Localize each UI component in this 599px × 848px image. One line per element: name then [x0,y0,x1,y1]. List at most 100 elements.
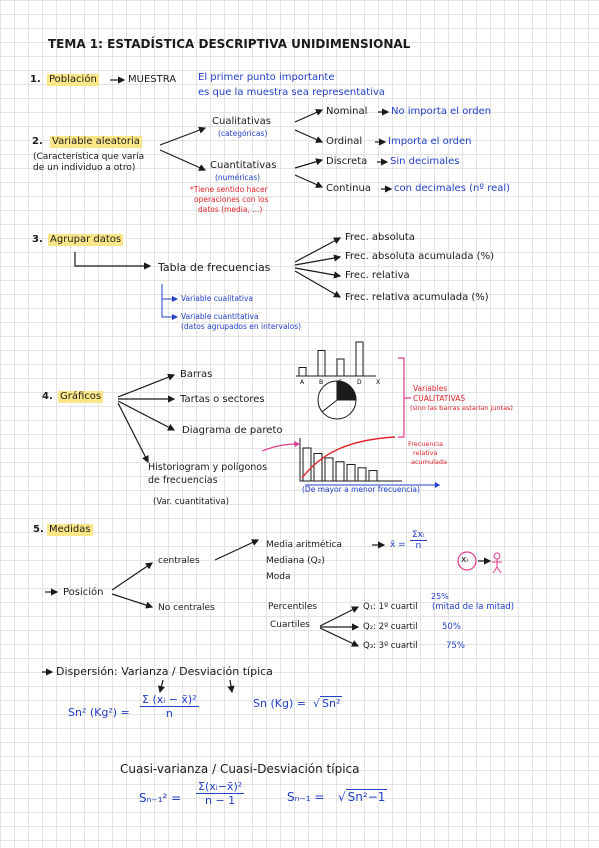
pareto-bar [346,464,356,482]
s4-vc1: Variables [413,384,448,393]
s2-desc1: (Característica que varía [33,152,145,162]
disp-var-fraction: Σ (xᵢ − x̄)² n [140,693,199,720]
s4-fr2: relativa [413,449,438,457]
s4-hist1: Historiogram y polígonos [148,462,268,473]
quasi-sd-rad-wrap: √Sn²−1 [338,789,388,804]
s4-tartas: Tartas o sectores [180,394,265,405]
s2-num: 2. [32,136,43,147]
pareto-bar [368,470,378,482]
s4-head: Gráficos [58,391,104,403]
s2-red1: *Tiene sentido hacer [190,185,268,194]
s4-pareto: Diagrama de pareto [182,425,283,436]
s5-xi: xᵢ [461,555,468,565]
pareto-bar [335,461,345,482]
s5-q1n: (mitad de la mitad) [432,602,515,612]
s5-q1p: 25% [431,592,449,601]
quasi-var-den: n − 1 [204,794,236,807]
mini-bar-tick: B [319,379,323,386]
s4-hist2: de frecuencias [148,475,218,486]
s2-continua-note: con decimales (nº real) [394,183,511,194]
s5-mean-fraction: Σxᵢ n [410,530,427,551]
quasi-var-lhs: Sₙ₋₁² = [139,791,182,805]
s1-note2: es que la muestra sea representativa [198,87,386,98]
stick-figure-icon [492,552,502,574]
disp-sd-rad-wrap: √Sn² [313,696,343,710]
s5-moda: Moda [266,572,291,582]
s3-f3: Frec. relativa [345,270,410,281]
mini-bar [336,358,345,377]
s2-discreta: Discreta [326,156,368,167]
mini-bar [298,367,307,377]
s3-tabla: Tabla de frecuencias [158,261,271,274]
pareto-bar [324,457,334,482]
s5-nocentrales: No centrales [158,603,215,613]
pareto-axes [299,438,402,482]
s5-posicion: Posición [63,587,104,598]
mini-bar-tick: X [376,379,380,386]
s4-mayor: (De mayor a menor frecuencia) [302,485,420,494]
s3-vcuant-sub: (datos agrupados en intervalos) [181,322,302,331]
s4-num: 4. [42,391,53,402]
s4-fr1: Frecuencia [408,440,443,448]
s2-nominal-note: No importa el orden [391,106,492,117]
page-title: TEMA 1: ESTADÍSTICA DESCRIPTIVA UNIDIMEN… [48,37,411,51]
s3-head: Agrupar datos [48,234,124,246]
pie-chart [317,380,357,420]
s5-q1: Q₁: 1º cuartil [363,602,418,612]
s4-vc2: CUALITATIVAS [413,394,466,403]
pareto-cumulative-curve [301,436,396,479]
s2-red3: datos (media, ...) [198,205,263,214]
s2-ordinal: Ordinal [326,136,363,147]
disp-var-lhs: Sn² (Kg²) = [68,706,130,719]
disp-head: Dispersión: Varianza / Desviación típica [56,665,273,678]
s4-fr3: acumulada [411,458,448,466]
s2-nominal: Nominal [326,106,368,117]
s2-cuant-sub: (numéricas) [215,173,261,182]
s5-mediana: Mediana (Q₂) [266,556,325,566]
s3-vcual: Variable cualitativa [181,294,253,303]
s2-cuantitativas: Cuantitativas [210,160,277,171]
s2-cual-sub: (categóricas) [218,129,268,138]
s3-num: 3. [32,234,43,245]
s1-muestra: MUESTRA [128,74,177,85]
quasi-sd-rad: Sn²−1 [345,789,388,804]
s5-q3: Q₃: 3º cuartil [363,641,418,651]
s3-f4: Frec. relativa acumulada (%) [345,292,489,303]
mini-bar-tick: A [300,379,305,386]
pareto-bar [313,453,323,482]
disp-sd-lhs: Sn (Kg) = [253,697,306,710]
s3-f1: Frec. absoluta [345,232,415,243]
s5-head: Medidas [47,524,93,536]
disp-sd-rad: Sn² [320,696,343,710]
s5-cuartiles: Cuartiles [270,620,310,630]
s4-vc3: (sino las barras estarían juntas) [410,404,513,412]
s2-head: Variable aleatoria [50,136,142,148]
pareto-bar [357,467,367,482]
disp-var-num: Σ (xᵢ − x̄)² [140,693,199,707]
s3-vcuant: Variable cuantitativa [181,312,259,321]
quasi-var-num: Σ(xᵢ−x̄)² [196,780,245,794]
pareto-bar [302,447,312,482]
s2-red2: operaciones con los [194,195,269,204]
s1-head: Población [47,74,99,86]
quasi-head: Cuasi-varianza / Cuasi-Desviación típica [120,762,360,776]
s5-mean-lhs: x̄ = [390,540,406,550]
s5-mean-num: Σxᵢ [410,530,427,541]
s3-f2: Frec. absoluta acumulada (%) [345,251,494,262]
s5-centrales: centrales [158,556,200,566]
s1-num: 1. [30,74,41,85]
s1-note1: El primer punto importante [198,72,335,83]
s5-q2p: 50% [442,622,461,632]
s5-num: 5. [33,524,44,535]
disp-var-den: n [165,707,173,720]
s4-hist3: (Var. cuantitativa) [153,497,229,507]
s2-ordinal-note: Importa el orden [388,136,472,147]
s5-q3p: 75% [446,641,465,651]
quasi-sd-lhs: Sₙ₋₁ = [287,790,325,804]
mini-bar [355,341,364,377]
mini-bar-chart: ABCDX [296,341,380,386]
s2-desc2: de un individuo a otro) [33,163,136,173]
s2-cualitativas: Cualitativas [212,116,272,127]
s2-discreta-note: Sin decimales [390,156,460,167]
